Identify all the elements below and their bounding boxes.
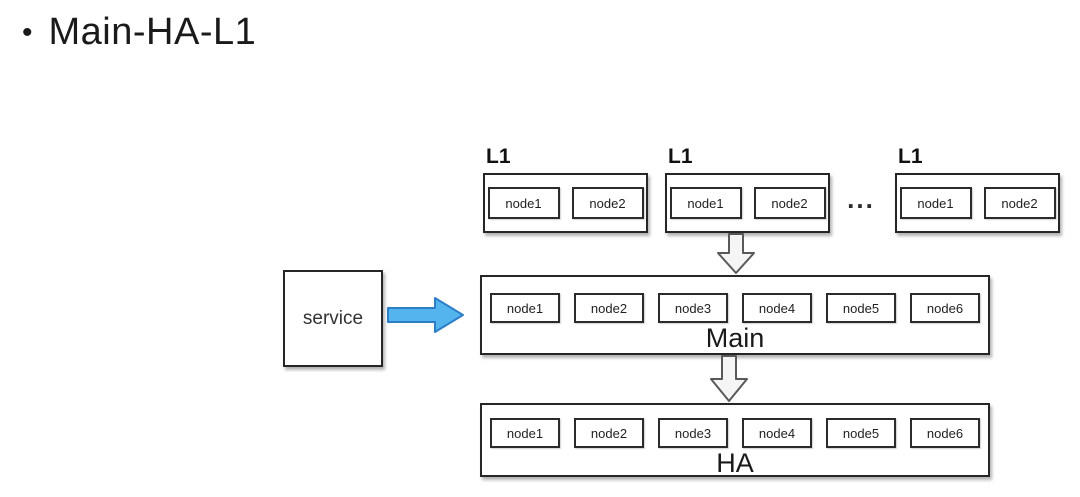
- node-box: node2: [983, 187, 1056, 219]
- l1-cluster-box: node1 node2: [665, 173, 830, 233]
- node-box: node1: [669, 187, 742, 219]
- page-title: • Main-HA-L1: [22, 10, 256, 56]
- l1-cluster-label: L1: [668, 145, 693, 168]
- right-arrow-icon: [387, 295, 465, 335]
- node-box: node2: [571, 187, 644, 219]
- bullet-point: •: [22, 15, 33, 49]
- node-box: node4: [742, 293, 812, 323]
- l1-cluster-1: L1 node1 node2: [483, 146, 648, 233]
- l1-cluster-3: L1 node1 node2: [895, 146, 1060, 233]
- node-box: node5: [826, 418, 896, 448]
- l1-cluster-box: node1 node2: [895, 173, 1060, 233]
- node-box: node2: [574, 418, 644, 448]
- ha-cluster-box: node1 node2 node3 node4 node5 node6 HA: [480, 403, 990, 478]
- main-node-row: node1 node2 node3 node4 node5 node6: [490, 293, 980, 323]
- main-cluster-box: node1 node2 node3 node4 node5 node6 Main: [480, 275, 990, 355]
- node-box: node5: [826, 293, 896, 323]
- main-cluster-label: Main: [705, 323, 765, 353]
- service-box: service: [283, 270, 383, 367]
- l1-cluster-label: L1: [898, 145, 923, 168]
- node-box: node3: [658, 418, 728, 448]
- node-box: node6: [910, 418, 980, 448]
- node-box: node1: [487, 187, 560, 219]
- l1-cluster-2: L1 node1 node2: [665, 146, 830, 233]
- l1-cluster-label: L1: [486, 145, 511, 168]
- node-box: node2: [574, 293, 644, 323]
- ha-cluster-label: HA: [716, 448, 754, 478]
- node-box: node1: [490, 293, 560, 323]
- ha-node-row: node1 node2 node3 node4 node5 node6: [490, 418, 980, 448]
- l1-cluster-box: node1 node2: [483, 173, 648, 233]
- down-arrow-icon: [705, 355, 753, 403]
- node-box: node1: [490, 418, 560, 448]
- down-arrow-icon: [712, 233, 760, 275]
- node-box: node3: [658, 293, 728, 323]
- node-box: node1: [899, 187, 972, 219]
- node-box: node2: [753, 187, 826, 219]
- node-box: node6: [910, 293, 980, 323]
- ellipsis-more-clusters: ...: [847, 184, 875, 214]
- node-box: node4: [742, 418, 812, 448]
- page-title-text: Main-HA-L1: [48, 11, 257, 53]
